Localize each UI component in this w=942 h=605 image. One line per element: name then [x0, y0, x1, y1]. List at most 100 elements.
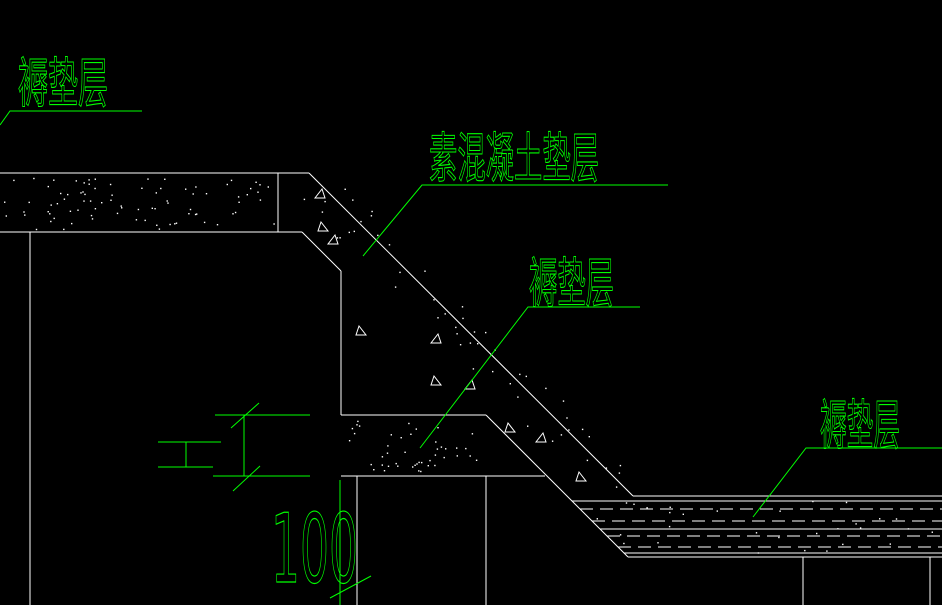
stipple-dot [151, 207, 153, 209]
slope-step-edge [301, 231, 342, 272]
stipple-dot [35, 228, 38, 231]
stipple-dot [353, 230, 355, 233]
stipple-dot [47, 185, 49, 188]
stipple-dot [50, 204, 52, 206]
stipple-dot [625, 502, 628, 504]
stipple-dot [440, 446, 443, 448]
stipple-dot [33, 177, 35, 180]
stipple-dot [370, 463, 372, 466]
stipple-dot [433, 299, 435, 301]
stipple-dot [175, 222, 178, 224]
stipple-dot [682, 513, 684, 515]
stipple-dot [84, 193, 86, 196]
stipple-dot [397, 465, 399, 467]
stipple-dot [13, 179, 15, 182]
dim-tick [230, 402, 260, 429]
stipple-dot [238, 201, 240, 203]
stipple-dot [230, 179, 233, 182]
stipple-dot [381, 464, 383, 466]
stipple-dot [646, 507, 648, 509]
stipple-dot [259, 199, 262, 201]
stipple-dot [757, 552, 760, 554]
annotation-lines [0, 110, 942, 605]
label-plain-concrete-cushion: 素混凝土垫层 [429, 127, 599, 190]
stipple-dot [121, 207, 123, 209]
stipple-dot [826, 550, 828, 552]
stipple-dot [779, 510, 781, 512]
stipple-dot [383, 470, 386, 472]
stipple-dot [400, 437, 402, 439]
stipple-dot [116, 212, 119, 215]
stipple-dot [167, 202, 169, 204]
stipple-dot [67, 193, 69, 196]
stipple-dot [141, 187, 143, 189]
stipple-dot [255, 181, 257, 183]
aggregate-triangle [575, 470, 588, 482]
stipple-dot [339, 237, 341, 239]
stipple-dot [416, 463, 418, 465]
stipple-dot [63, 198, 66, 200]
stipple-dot [156, 224, 158, 226]
stipple-dot [477, 343, 479, 345]
stipple-dot [588, 436, 590, 438]
stipple-dot [716, 510, 718, 512]
stipple-dot [321, 211, 324, 213]
stipple-dot [77, 209, 79, 211]
stipple-dot [837, 528, 839, 530]
stipple-dot [804, 549, 806, 552]
stipple-dot [356, 424, 358, 426]
leader-top-left-cushion [0, 110, 142, 126]
stipple-dot [353, 432, 356, 435]
stipple-dot [472, 368, 475, 370]
stipple-dot [581, 428, 584, 431]
stipple-dot [53, 179, 55, 181]
stipple-dot [23, 211, 25, 213]
aggregate-triangle [534, 431, 547, 443]
stipple-dot [158, 228, 161, 230]
stipple-dot [420, 470, 422, 473]
stipple-dot [83, 182, 85, 184]
stipple-dot [618, 472, 621, 474]
stipple-dot [444, 313, 446, 315]
label-middle-cushion: 褥垫层 [529, 252, 614, 315]
stipple-dot [445, 448, 447, 450]
stipple-dot [348, 231, 350, 234]
stipple-dot [351, 427, 354, 430]
stipple-dot [88, 183, 90, 185]
stipple-dot [381, 456, 384, 458]
stipple-dot [394, 286, 397, 288]
stipple-dot [845, 501, 848, 504]
stipple-dot [812, 500, 814, 503]
stipple-dot [895, 518, 898, 520]
stipple-dot [324, 200, 326, 203]
stipple-dot [169, 223, 171, 226]
stipple-dot [427, 465, 429, 467]
aggregate-triangle [504, 421, 517, 433]
stipple-dot [303, 198, 306, 201]
stipple-dot [778, 536, 780, 539]
stipple-dot [94, 187, 96, 190]
stipple-dot [257, 191, 259, 193]
leader-right-cushion [752, 447, 942, 518]
stipple-dot [344, 188, 346, 190]
stipple-dot [668, 525, 671, 528]
stipple-dot [551, 440, 554, 442]
stipple-dot [237, 196, 240, 198]
stipple-dot [336, 237, 339, 239]
slope-upper-edge [308, 172, 634, 497]
stipple-dot [395, 462, 397, 465]
stipple-dot [166, 200, 168, 202]
aggregate-triangle [326, 233, 339, 245]
stipple-dot [28, 201, 30, 204]
stipple-dot [859, 527, 862, 529]
stipple-dot [188, 213, 190, 215]
stipple-dot [147, 178, 149, 180]
stipple-dot [623, 542, 625, 545]
stipple-dot [455, 326, 457, 329]
stipple-dot [619, 464, 622, 467]
stipple-dot [53, 217, 55, 220]
stipple-dot [657, 542, 659, 544]
stipple-dot [434, 464, 436, 467]
stipple-dot [232, 213, 234, 215]
